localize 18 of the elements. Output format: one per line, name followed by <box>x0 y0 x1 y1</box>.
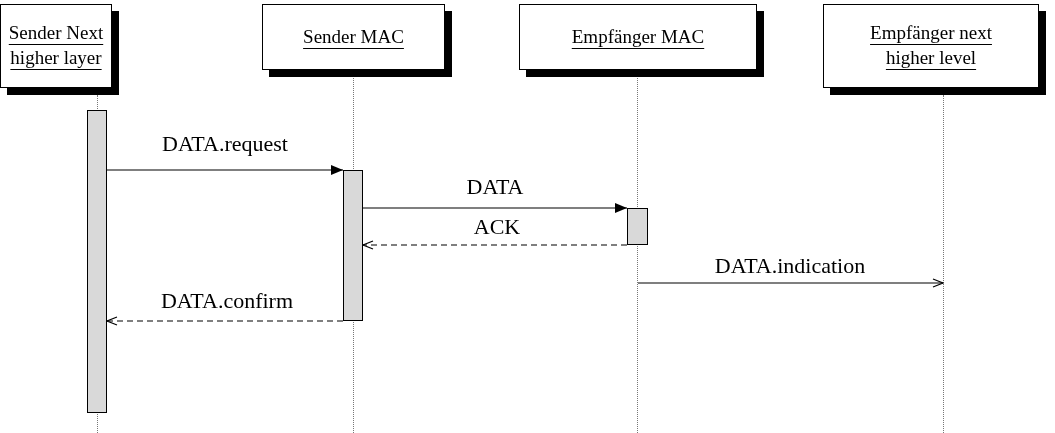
participant-name: Empfänger MAC <box>571 24 705 49</box>
participant-name: Sender MAC <box>303 24 404 49</box>
lifeline <box>943 95 944 433</box>
edge-label: DATA.indication <box>714 255 866 277</box>
message-arrow <box>362 203 628 213</box>
edge-label: ACK <box>473 216 521 238</box>
message-arrow <box>362 240 628 250</box>
edge-label: DATA <box>466 176 524 198</box>
message-arrow <box>106 165 344 175</box>
message-arrow <box>106 316 344 326</box>
activation-bar <box>343 170 363 321</box>
participant-name: Sender Next higher layer <box>7 21 105 70</box>
activation-bar <box>87 110 107 413</box>
participant-name: Empfänger next higher level <box>869 21 993 70</box>
message-arrow <box>637 278 944 288</box>
edge-label: DATA.confirm <box>161 290 293 312</box>
activation-bar <box>627 208 648 245</box>
edge-label: DATA.request <box>162 133 288 155</box>
